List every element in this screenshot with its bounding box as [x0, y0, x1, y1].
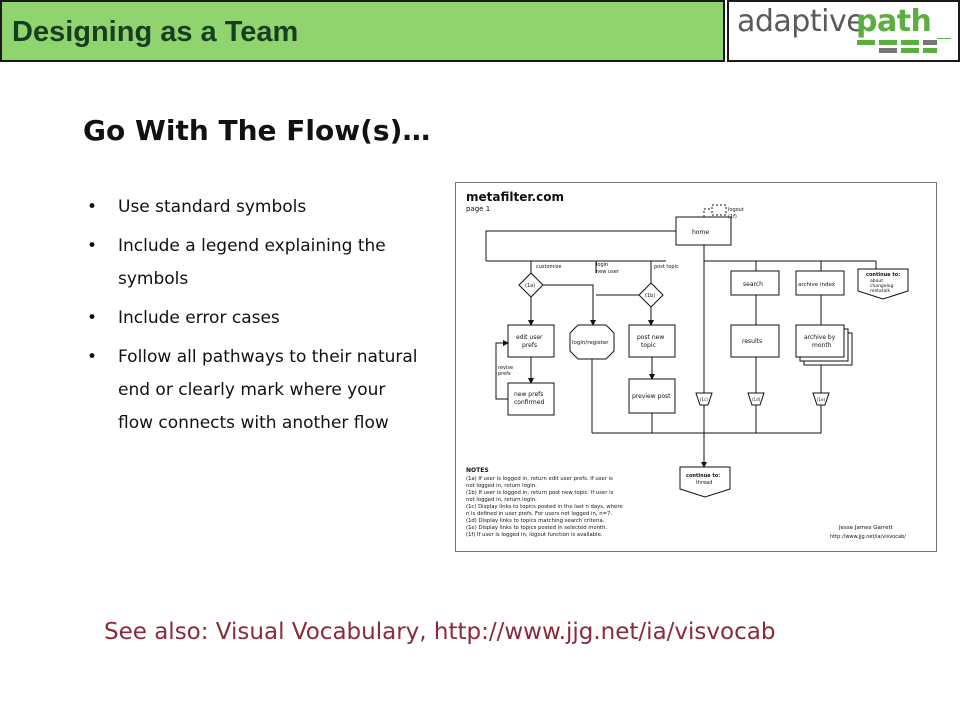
label-login-new-user-1: login — [596, 262, 608, 268]
slide-title: Go With The Flow(s)… — [83, 114, 431, 147]
label-new-prefs-2: confirmed — [514, 399, 544, 406]
label-revise-1: revise — [498, 365, 513, 371]
note-line: (1f) If user is logged in, logout functi… — [466, 532, 603, 538]
header-title: Designing as a Team — [12, 16, 299, 48]
label-results: results — [742, 338, 762, 345]
label-edit-user-prefs-2: prefs — [522, 342, 537, 349]
label-customize: customize — [536, 264, 562, 270]
label-continue-changelog: changelog — [870, 283, 894, 289]
label-continue-metatalk: metatalk — [870, 288, 890, 294]
label-archive-by-month-2: month — [812, 342, 832, 349]
diagram-title: metafilter.com — [466, 190, 564, 204]
node-continue-thread — [679, 466, 731, 498]
diagram-url: http://www.jjg.net/ia/visvocab/ — [830, 534, 906, 540]
bullet-item: Include error cases — [83, 302, 423, 335]
flow-diagram-figure: metafilter.com page 1 home logout (1f) c… — [455, 182, 937, 552]
note-line: (1e) Display links to topics posted in s… — [466, 525, 607, 531]
label-post-new-topic-2: topic — [641, 342, 656, 349]
node-trapezoid-1e — [812, 392, 830, 406]
node-new-prefs-confirmed — [507, 382, 555, 416]
label-1e: (1e) — [817, 397, 826, 402]
label-home: home — [692, 229, 709, 236]
node-post-new-topic — [628, 324, 676, 358]
logo-word-adaptive: adaptive — [737, 4, 865, 39]
node-search — [730, 270, 780, 296]
note-line: not logged in, return login. — [466, 497, 537, 503]
logo-word-path: path — [856, 4, 932, 39]
bullet-item: Include a legend explaining the symbols — [83, 230, 423, 296]
node-trapezoid-1c — [695, 392, 713, 406]
label-continue-to: continue to: — [866, 272, 900, 278]
logo-blocks-icon — [857, 38, 951, 53]
note-line: not logged in, return login. — [466, 483, 537, 489]
label-1a: (1a) — [525, 283, 535, 289]
title-banner: Designing as a Team — [0, 0, 725, 62]
note-line: (1b) If user is logged in, return post n… — [466, 490, 614, 496]
node-archive-index — [795, 270, 845, 296]
note-line: (1c) Display links to topics posted in t… — [466, 504, 623, 510]
label-edit-user-prefs-1: edit user — [516, 334, 543, 341]
label-post-topic: post topic — [654, 264, 679, 270]
label-new-prefs-1: new prefs — [514, 391, 543, 398]
node-trapezoid-1d — [747, 392, 765, 406]
label-post-new-topic-1: post new — [637, 334, 664, 341]
node-logout — [711, 204, 727, 216]
note-line: n is defined in user prefs. For users no… — [466, 511, 612, 517]
label-1d: (1d) — [752, 397, 761, 402]
note-line: (1a) If user is logged in, return edit u… — [466, 476, 613, 482]
label-continue-about: about — [870, 278, 883, 284]
slide-header: Designing as a Team adaptive path — [0, 0, 960, 66]
label-logout-ref: (1f) — [728, 214, 737, 220]
diagram-author: Jesse James Garrett — [838, 525, 894, 531]
node-results — [730, 324, 780, 358]
label-preview-post: preview post — [632, 393, 671, 400]
label-login-register: login/register — [572, 340, 609, 346]
notes-heading: NOTES — [466, 467, 489, 474]
bullet-list: Use standard symbols Include a legend ex… — [83, 191, 423, 446]
node-continue-about — [857, 268, 909, 300]
bullet-item: Use standard symbols — [83, 191, 423, 224]
adaptive-path-logo: adaptive path — [727, 0, 960, 62]
label-1c: (1c) — [700, 397, 708, 402]
bullet-item: Follow all pathways to their natural end… — [83, 341, 423, 440]
note-line: (1d) Display links to topics matching se… — [466, 518, 605, 524]
node-edit-user-prefs — [507, 324, 555, 358]
label-search: search — [743, 281, 763, 288]
label-logout: logout — [728, 207, 744, 213]
flow-diagram-svg: metafilter.com page 1 home logout (1f) c… — [466, 190, 909, 540]
label-login-new-user-2: new user — [596, 269, 620, 275]
label-continue-thread: thread — [696, 480, 712, 486]
see-also-reference: See also: Visual Vocabulary, http://www.… — [104, 619, 776, 645]
label-1b: (1b) — [645, 293, 655, 299]
label-continue-thread-to: continue to: — [686, 473, 720, 479]
node-archive-by-month — [795, 324, 845, 358]
node-login-register — [569, 324, 615, 360]
diagram-subtitle: page 1 — [466, 205, 490, 213]
node-preview-post — [628, 378, 676, 414]
label-archive-by-month-1: archive by — [804, 334, 836, 341]
label-archive-index: archive index — [798, 282, 836, 288]
label-revise-2: prefs — [498, 371, 511, 377]
